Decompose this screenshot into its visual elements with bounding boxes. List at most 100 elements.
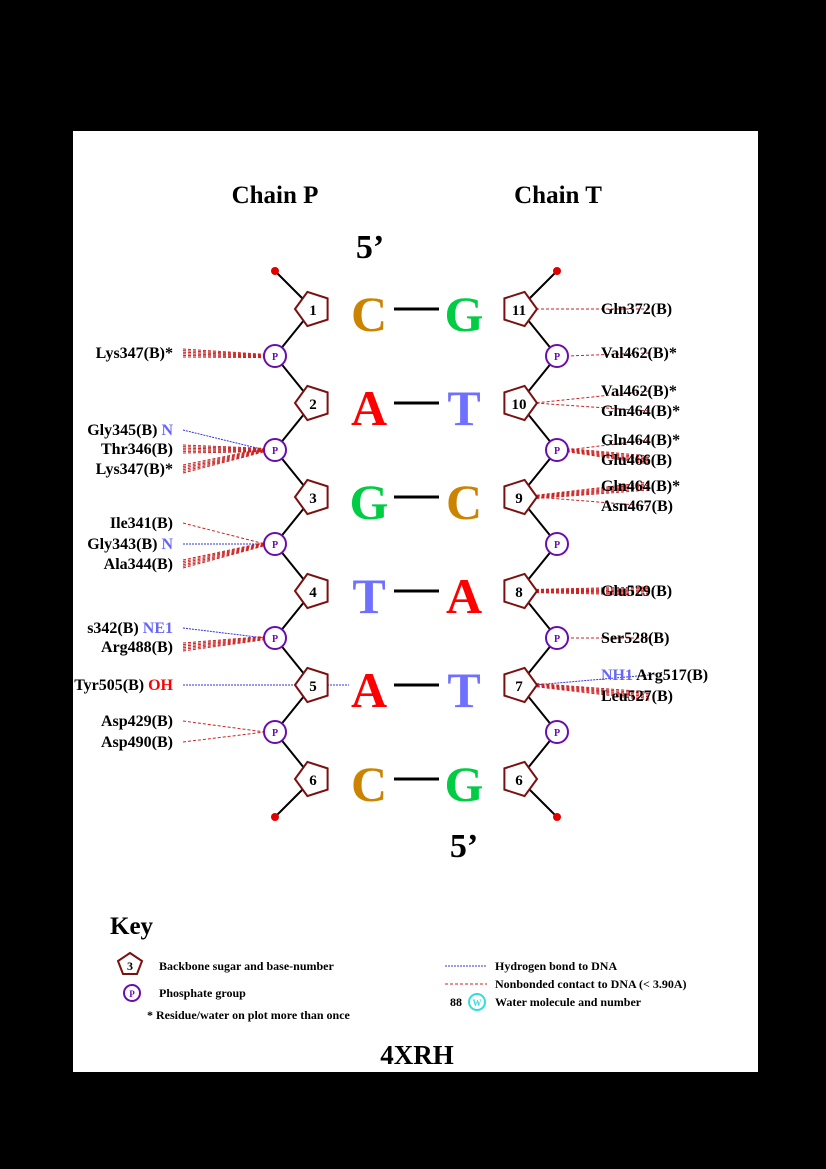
five-prime-top-label: 5’ bbox=[356, 229, 384, 266]
contact-line-19-4 bbox=[534, 486, 650, 498]
contact-line-17 bbox=[566, 439, 650, 451]
key-title: Key bbox=[110, 913, 154, 940]
contact-residue: Ala344(B) bbox=[104, 556, 173, 573]
contact-line-3-1 bbox=[182, 444, 266, 449]
contact-residue: Ser528(B) bbox=[601, 630, 669, 647]
phosphate-letter-R8: P bbox=[554, 634, 560, 645]
contact-residue: Gln464(B)* bbox=[601, 432, 680, 449]
contact-line-4-3 bbox=[182, 449, 266, 469]
contact-residue: Gln464(B)* bbox=[601, 478, 680, 495]
contact-line-9-1 bbox=[182, 635, 266, 644]
contact-line-4-1 bbox=[182, 447, 266, 466]
contact-label-20: Asn467(B) bbox=[601, 498, 673, 515]
contact-line-20 bbox=[534, 496, 650, 507]
key-phosphate-icon bbox=[123, 984, 141, 1002]
phosphate-R11 bbox=[545, 344, 569, 368]
contact-label-11: Asp429(B) bbox=[101, 713, 173, 730]
chain-p-label: Chain P bbox=[232, 182, 319, 209]
sugar-number-p-1: 1 bbox=[309, 303, 317, 319]
contact-line-1-3 bbox=[182, 351, 266, 357]
terminal-dot-2 bbox=[553, 267, 561, 275]
contact-label-18: Glu466(B) bbox=[601, 452, 672, 469]
phosphate-L1 bbox=[263, 344, 287, 368]
contact-residue: Asn467(B) bbox=[601, 498, 673, 515]
key-phosphate-letter: P bbox=[129, 989, 135, 999]
contact-residue: Asp429(B) bbox=[101, 713, 173, 730]
contact-residue: Arg517(B) bbox=[636, 667, 708, 684]
contact-label-23: NH1 Arg517(B) bbox=[601, 667, 708, 684]
terminal-dot-1 bbox=[271, 267, 279, 275]
contact-label-22: Ser528(B) bbox=[601, 630, 669, 647]
contact-line-3-4 bbox=[182, 449, 266, 451]
sugar-t-11 bbox=[503, 290, 539, 328]
base-t-6: G bbox=[445, 756, 484, 812]
contact-label-17: Gln464(B)* bbox=[601, 432, 680, 449]
contact-line-9-3 bbox=[182, 637, 266, 647]
contact-atom: NH1 bbox=[601, 667, 636, 684]
phosphate-R7 bbox=[545, 720, 569, 744]
key-sugar-icon bbox=[116, 951, 144, 975]
sugar-number-p-5: 5 bbox=[309, 679, 317, 695]
contact-line-3-3 bbox=[182, 447, 266, 451]
base-p-5: A bbox=[351, 662, 387, 718]
contact-residue: Gln464(B)* bbox=[601, 403, 680, 420]
contact-residue: Gly345(B) bbox=[87, 422, 157, 439]
phosphate-letter-L3: P bbox=[272, 540, 278, 551]
phosphate-L5 bbox=[263, 720, 287, 744]
contact-atom: OH bbox=[144, 677, 173, 694]
contact-line-19-1 bbox=[534, 481, 650, 496]
key-water-number: 88 bbox=[450, 995, 462, 1009]
phosphate-R8 bbox=[545, 626, 569, 650]
contact-label-3: Thr346(B) bbox=[101, 441, 173, 458]
key-nonbonded-label: Nonbonded contact to DNA (< 3.90A) bbox=[495, 977, 687, 991]
key-legend: Key 3 Backbone sugar and base-number P P… bbox=[110, 913, 687, 1022]
contact-line-18-2 bbox=[566, 448, 650, 459]
contact-line-14 bbox=[566, 352, 650, 357]
phosphate-letter-L1: P bbox=[272, 352, 278, 363]
contact-residue: Tyr505(B) bbox=[74, 677, 144, 694]
contact-line-21-5 bbox=[534, 591, 650, 594]
sugar-number-p-6: 6 bbox=[309, 773, 317, 789]
key-repeat-note: * Residue/water on plot more than once bbox=[147, 1008, 351, 1022]
key-water-icon bbox=[468, 993, 486, 1011]
key-water-label: Water molecule and number bbox=[495, 995, 642, 1009]
key-phosphate-label: Phosphate group bbox=[159, 986, 246, 1000]
contact-line-24-5 bbox=[534, 685, 650, 699]
phosphate-L3 bbox=[263, 532, 287, 556]
contact-label-12: Asp490(B) bbox=[101, 734, 173, 751]
contact-line-7-2 bbox=[182, 542, 266, 563]
contact-line-7-1 bbox=[182, 541, 266, 561]
contact-line-9-4 bbox=[182, 637, 266, 649]
contact-line-1-6 bbox=[182, 356, 266, 359]
phosphate-letter-R7: P bbox=[554, 728, 560, 739]
sugar-p-5 bbox=[293, 666, 329, 704]
phosphate-letter-L5: P bbox=[272, 728, 278, 739]
contact-label-5: Ile341(B) bbox=[110, 515, 173, 532]
contact-label-14: Val462(B)* bbox=[601, 345, 677, 362]
contact-line-2 bbox=[182, 429, 266, 451]
contact-line-19-2 bbox=[534, 483, 650, 497]
sugar-number-t-7: 7 bbox=[515, 679, 523, 695]
contact-residue: Arg488(B) bbox=[101, 639, 173, 656]
contact-atom: NE1 bbox=[139, 620, 173, 637]
contact-line-21-2 bbox=[534, 588, 650, 591]
contact-label-6: Gly343(B) N bbox=[87, 536, 173, 553]
contact-line-19-6 bbox=[534, 489, 650, 500]
contact-line-4-4 bbox=[182, 449, 266, 471]
contact-residue: s342(B) bbox=[87, 620, 139, 637]
base-t-11: G bbox=[445, 286, 484, 342]
contact-line-1-2 bbox=[182, 350, 266, 356]
contact-line-1-4 bbox=[182, 353, 266, 357]
base-p-1: C bbox=[351, 286, 387, 342]
contact-line-18-4 bbox=[566, 449, 650, 462]
contact-line-16 bbox=[534, 402, 650, 412]
contact-line-23 bbox=[534, 674, 650, 686]
contact-residue: Gln372(B) bbox=[601, 301, 672, 318]
sugar-t-9 bbox=[503, 478, 539, 516]
contact-line-9-5 bbox=[182, 638, 266, 650]
contact-line-15 bbox=[534, 390, 650, 404]
contact-line-7-5 bbox=[182, 544, 266, 567]
contact-line-21-6 bbox=[534, 592, 650, 596]
contact-label-19: Gln464(B)* bbox=[601, 478, 680, 495]
